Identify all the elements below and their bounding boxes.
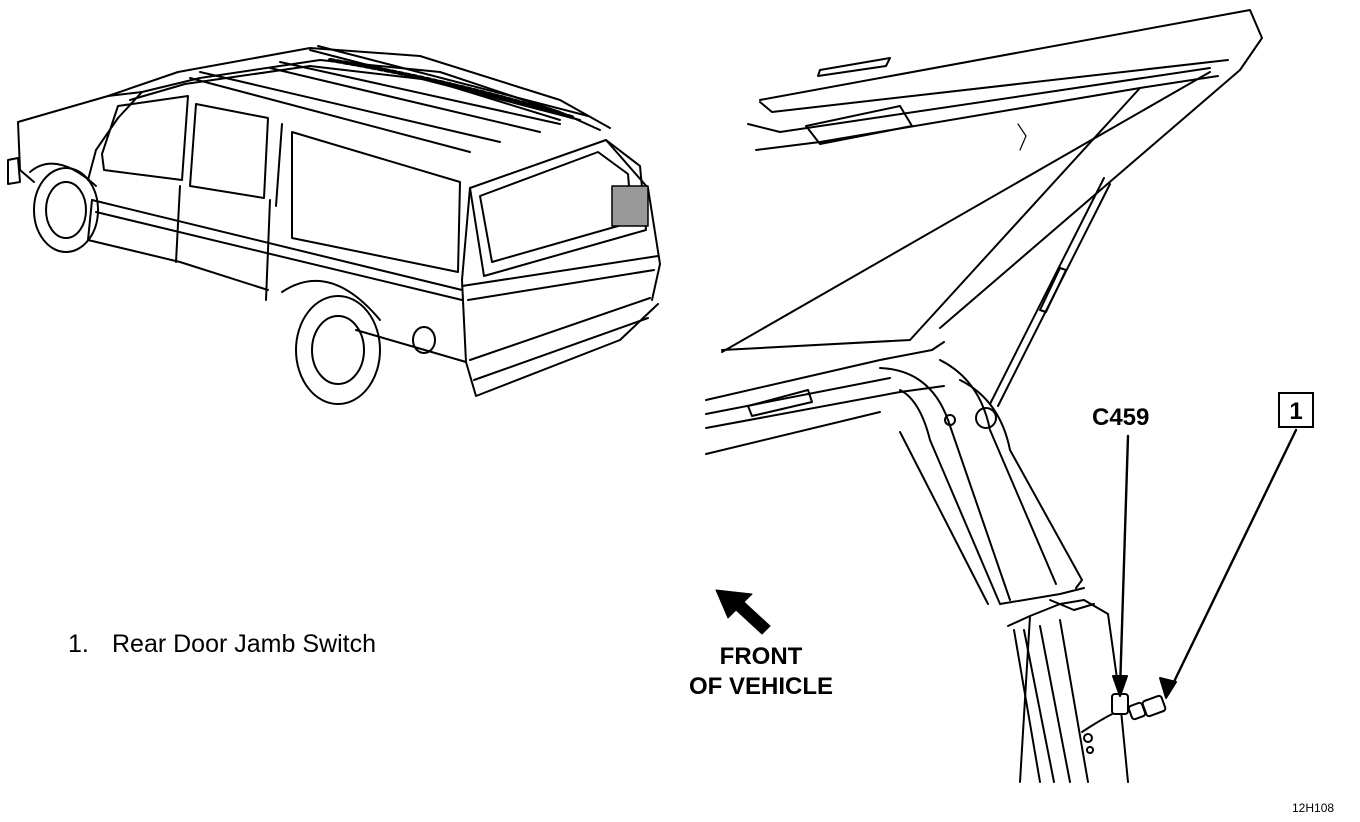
front-label-line2: OF VEHICLE [688,673,833,700]
legend-text: Rear Door Jamb Switch [112,630,376,658]
front-arrow-icon [715,589,771,635]
legend-item: 1. Rear Door Jamb Switch [68,630,376,659]
figure-id: 12H108 [1292,801,1335,815]
legend-number: 1. [68,630,89,658]
door-jamb-detail [705,9,1298,783]
suv-illustration [7,45,661,405]
callout-box: 1 [1278,392,1314,428]
front-label-line1: FRONT [719,643,803,670]
connector-label: C459 [1092,404,1150,431]
front-of-vehicle-label: FRONT OF VEHICLE [676,642,846,702]
